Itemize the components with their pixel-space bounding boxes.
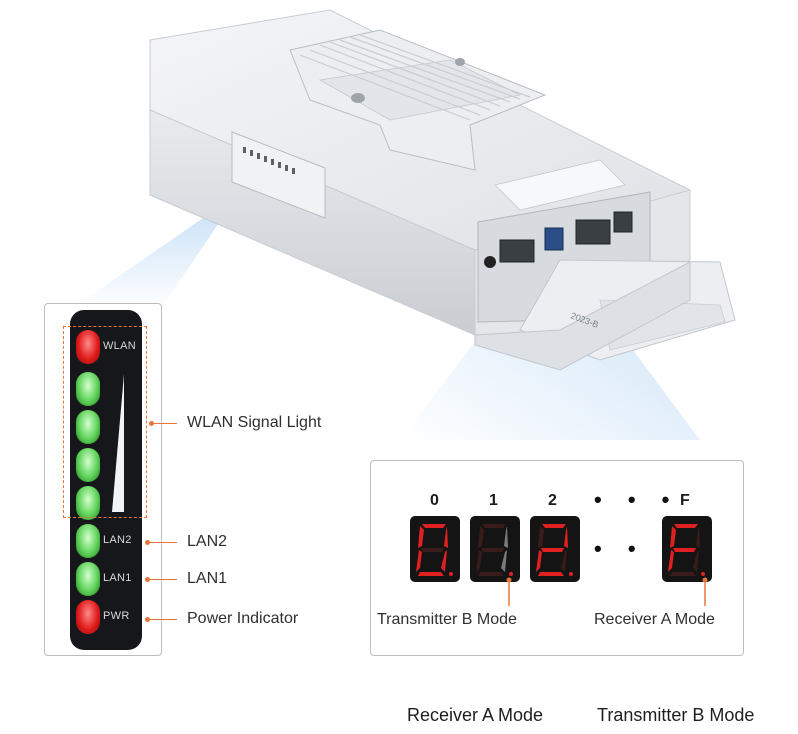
lan1-led-label: LAN1 bbox=[103, 572, 132, 584]
bottom-caption-receiver-a: Receiver A Mode bbox=[407, 705, 544, 725]
callout-dot-lan1 bbox=[145, 577, 150, 582]
seven-seg-digit-2 bbox=[530, 516, 580, 582]
lan1-label: LAN1 bbox=[187, 570, 228, 587]
header-ellipsis: • • • bbox=[594, 487, 680, 512]
pwr-led-label: PWR bbox=[103, 610, 130, 622]
lan-port-1 bbox=[499, 239, 535, 263]
receiver-a-mode-caption: Receiver A Mode bbox=[594, 611, 715, 628]
lan2-label: LAN2 bbox=[187, 533, 228, 550]
callout-line-wlan bbox=[153, 423, 177, 424]
digits-ellipsis: • • • bbox=[594, 536, 680, 561]
wlan-led-label: WLAN bbox=[103, 340, 136, 352]
power-indicator-label: Power Indicator bbox=[187, 610, 299, 627]
callout-dot-wlan bbox=[149, 421, 154, 426]
seven-seg-digit-0 bbox=[410, 516, 460, 582]
pwr-led bbox=[76, 600, 100, 634]
seven-seg-digit-1 bbox=[470, 516, 520, 582]
lan2-led bbox=[76, 524, 100, 558]
callout-dot-lan2 bbox=[145, 540, 150, 545]
transmitter-b-mode-caption: Transmitter B Mode bbox=[377, 611, 517, 628]
wlan-led bbox=[76, 330, 100, 364]
callout-line-lan2 bbox=[149, 542, 177, 543]
light-beam-left bbox=[70, 180, 248, 310]
digit-header-1: 1 bbox=[489, 492, 498, 509]
wlan-signal-light-label: WLAN Signal Light bbox=[187, 414, 322, 431]
led-strip: WLAN LAN2 LAN1 PWR bbox=[70, 310, 142, 650]
signal-led-2 bbox=[76, 448, 100, 482]
reset-button bbox=[484, 256, 496, 268]
signal-led-4 bbox=[76, 372, 100, 406]
mode-callout-connectors bbox=[506, 577, 708, 606]
signal-led-3 bbox=[76, 410, 100, 444]
callout-dot-power bbox=[145, 617, 150, 622]
callout-line-power bbox=[149, 619, 177, 620]
bottom-caption-transmitter-b: Transmitter B Mode bbox=[597, 705, 755, 725]
lan1-led bbox=[76, 562, 100, 596]
seven-seg-digit-f bbox=[662, 516, 712, 582]
digit-header-2: 2 bbox=[548, 492, 557, 509]
signal-led-1 bbox=[76, 486, 100, 520]
signal-strength-wedge bbox=[112, 374, 124, 512]
lan-port-3 bbox=[613, 211, 633, 233]
spec-label bbox=[494, 159, 626, 211]
callout-line-lan1 bbox=[149, 579, 177, 580]
mode-display-small bbox=[544, 227, 564, 251]
lan2-led-label: LAN2 bbox=[103, 534, 132, 546]
lan-port-2 bbox=[575, 219, 611, 245]
wlan-signal-bracket bbox=[63, 326, 147, 518]
digit-header-0: 0 bbox=[430, 492, 439, 509]
digit-header-f: F bbox=[680, 492, 690, 509]
led-window bbox=[231, 131, 326, 219]
